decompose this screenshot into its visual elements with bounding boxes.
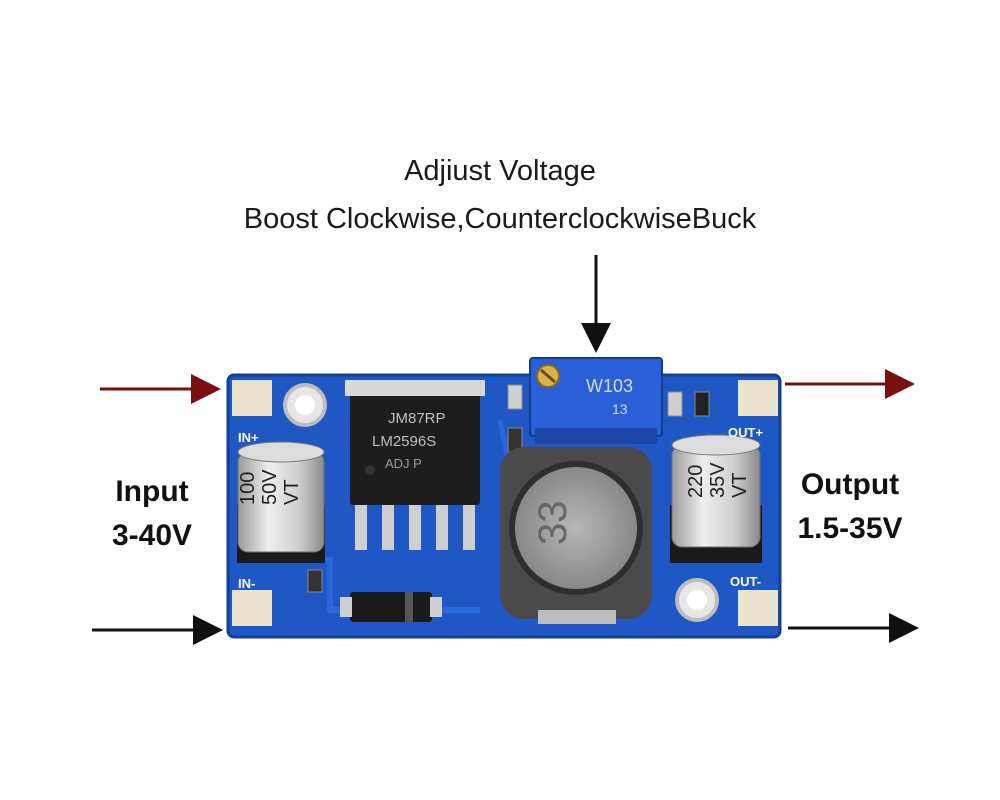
pin-out-minus-label: OUT- [730,574,761,589]
output-range: 1.5-35V [797,511,903,545]
lm2596-ic [350,390,480,550]
trimpot-subcode: 13 [612,401,628,417]
ic-marking-line-1: JM87RP [388,410,446,427]
caption-line-2: Boost Clockwise,CounterclockwiseBuck [243,203,757,235]
inductor-marking: 33 [531,501,575,546]
schottky-diode [340,592,442,622]
smd-resistor [667,391,683,417]
output-cap-value: 220 [685,465,707,498]
pin-in-plus-label: IN+ [238,430,259,445]
trimpot-code: W103 [586,376,633,396]
output-capacitor [670,434,762,563]
input-range: 3-40V [111,518,193,552]
ic-marking-line-2: LM2596S [372,433,436,450]
ic-tab [345,380,485,396]
smd-capacitor [307,569,323,593]
ic-marking-line-3: ADJ P [385,456,422,471]
caption-line-1: Adjiust Voltage [404,155,596,187]
pin-out-plus-label: OUT+ [728,425,763,440]
output-label: Output [800,468,900,501]
input-label-block: Input 3-40V [92,470,212,557]
trimmer-potentiometer[interactable] [529,357,663,444]
input-label: Input [115,475,189,508]
smd-led [694,391,710,417]
input-capacitor [237,441,325,563]
pin-in-minus-label: IN- [238,576,255,591]
input-cap-voltage: 50V [259,469,281,505]
output-cap-series: VT [729,472,751,498]
smd-resistor [507,384,523,410]
input-cap-series: VT [281,479,303,505]
input-cap-value: 100 [237,472,259,505]
power-inductor [500,447,652,624]
output-label-block: Output 1.5-35V [780,463,920,550]
output-cap-voltage: 35V [707,462,729,498]
